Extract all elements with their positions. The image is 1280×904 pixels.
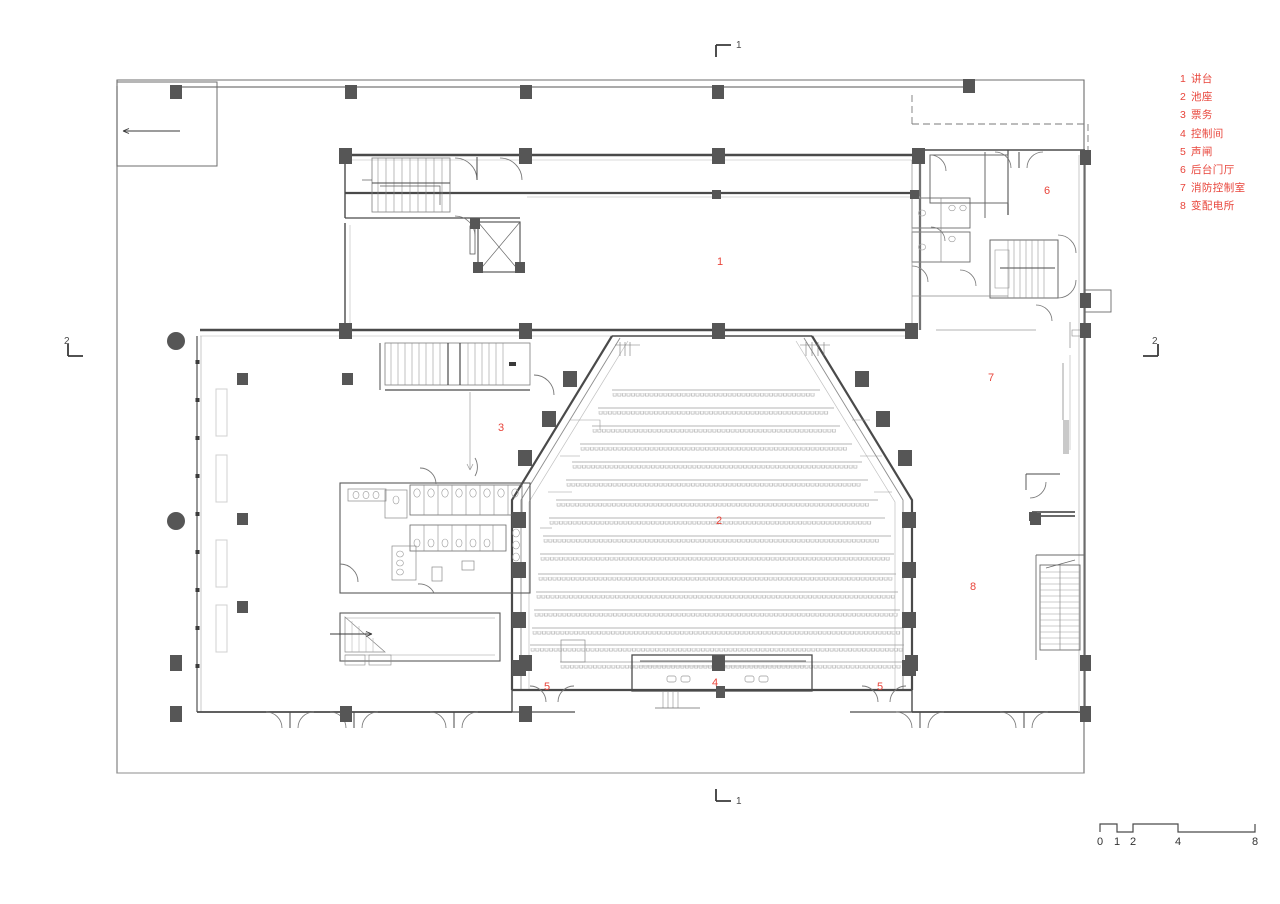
public-restrooms	[339, 457, 531, 594]
auditorium-shell	[510, 335, 914, 692]
seat-row	[530, 644, 904, 652]
seat-row	[549, 517, 885, 525]
scale-tick-label: 8	[1252, 836, 1258, 848]
legend-item-label: 后台门厅	[1191, 163, 1235, 176]
lobby-ticketing	[379, 342, 555, 471]
west-curtain-wall	[195, 336, 228, 712]
columns	[167, 79, 1091, 722]
stage-right-corridor	[911, 155, 1036, 331]
section-marker-label: 2	[1152, 336, 1158, 347]
section-marker-2-right: 2	[1143, 336, 1159, 357]
section-marker-1-top: 1	[715, 40, 742, 57]
room-label-control-room: 4	[712, 677, 718, 689]
seat-row	[532, 627, 902, 635]
seat-row	[534, 609, 900, 617]
seat-row	[598, 407, 834, 415]
room-label-stage: 1	[717, 256, 723, 268]
southwest-ramp-block	[330, 612, 501, 666]
legend-item: 2 池座	[1180, 92, 1276, 110]
room-label-sound-lock-left: 5	[544, 681, 550, 693]
section-marker-label: 1	[736, 40, 742, 51]
legend-item: 3 票务	[1180, 110, 1276, 128]
legend-item-label: 票务	[1191, 109, 1213, 122]
backstage-lobby-block	[911, 149, 1112, 712]
legend-item: 8 变配电所	[1180, 201, 1276, 219]
legend-item-number: 4	[1180, 127, 1186, 140]
legend-item-number: 7	[1180, 182, 1186, 195]
legend-item-number: 8	[1180, 200, 1186, 213]
top-left-room	[116, 81, 218, 167]
legend-item-label: 变配电所	[1191, 200, 1235, 213]
dashed-outline-upper-right	[911, 92, 1089, 150]
legend-item-number: 1	[1180, 73, 1186, 85]
seat-row	[536, 591, 898, 599]
section-marker-label: 1	[736, 796, 742, 807]
scale-tick-label: 1	[1114, 836, 1120, 848]
seat-row	[566, 479, 868, 487]
section-marker-1-bottom: 1	[715, 789, 742, 807]
legend-item-label: 池座	[1191, 91, 1213, 104]
legend-item-number: 3	[1180, 109, 1186, 122]
legend-item-label: 消防控制室	[1191, 182, 1246, 195]
seat-row	[540, 553, 894, 561]
room-label-ticketing: 3	[498, 422, 504, 434]
south-wall	[117, 711, 1085, 774]
scale-tick-label: 2	[1130, 836, 1136, 848]
seat-row	[592, 425, 840, 433]
seat-row	[538, 573, 896, 581]
legend-item-number: 2	[1180, 91, 1186, 104]
east-service-area	[1025, 355, 1084, 660]
stage-stair-core	[362, 157, 523, 273]
legend-item: 5 声闸	[1180, 147, 1276, 165]
section-marker-label: 2	[64, 336, 70, 347]
seat-row	[560, 661, 904, 669]
legend-item-number: 5	[1180, 145, 1186, 158]
scale-tick-label: 0	[1097, 836, 1103, 848]
room-label-sound-lock-right: 5	[877, 681, 883, 693]
legend-item-label: 控制间	[1191, 127, 1224, 140]
legend-item: 4 控制间	[1180, 129, 1276, 147]
room-label-fire-control: 7	[988, 372, 994, 384]
seat-row	[572, 461, 862, 469]
building-envelope	[116, 79, 1085, 774]
legend-item-number: 6	[1180, 163, 1186, 176]
legend-item: 6 后台门厅	[1180, 165, 1276, 183]
room-label-backstage-lobby: 6	[1044, 185, 1050, 197]
seat-row	[556, 499, 878, 507]
scale-tick-label: 4	[1175, 836, 1181, 848]
seat-row	[580, 443, 852, 451]
stage-block-walls	[116, 86, 975, 773]
scale-bar: 0 1 2 4 8	[1097, 823, 1258, 848]
room-label-stalls: 2	[716, 515, 722, 527]
legend-item-label: 声闸	[1191, 145, 1213, 158]
stage-interior-lines	[527, 192, 920, 198]
legend-item: 7 消防控制室	[1180, 183, 1276, 201]
section-marker-2-left: 2	[64, 336, 83, 357]
legend-item-label: 讲台	[1191, 73, 1213, 85]
legend: 1 讲台 2 池座 3 票务 4 控制间 5 声闸 6 后台门厅 7 消防控制室…	[1180, 74, 1276, 220]
seat-row	[543, 535, 891, 543]
seat-row	[612, 389, 820, 397]
legend-item: 1 讲台	[1180, 74, 1276, 92]
room-label-substation: 8	[970, 581, 976, 593]
sound-lock-right	[850, 685, 913, 713]
auditorium-seating	[530, 389, 904, 669]
